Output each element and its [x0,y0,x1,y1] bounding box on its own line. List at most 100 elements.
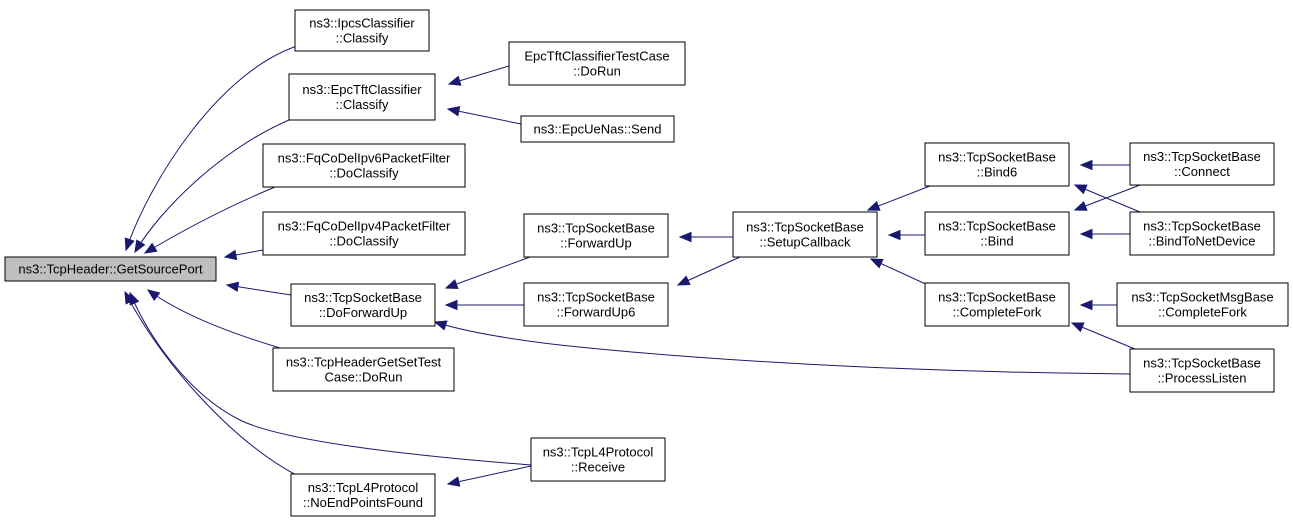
node-label-line: ::DoRun [573,64,621,79]
node-label-line: ::ForwardUp6 [557,305,636,320]
node-epctft[interactable]: ns3::EpcTftClassifier::Classify [288,73,436,121]
node-fwdup6[interactable]: ns3::TcpSocketBase::ForwardUp6 [523,282,669,327]
node-setup[interactable]: ns3::TcpSocketBase::SetupCallback [732,211,878,258]
edge-line [447,465,532,485]
node-ipcs[interactable]: ns3::IpcsClassifier::Classify [294,9,430,52]
node-box[interactable] [520,115,675,143]
arrow-head [1079,299,1093,311]
node-box[interactable] [924,142,1070,187]
node-label-line: ns3::TcpSocketBase [537,290,655,305]
node-fwdup[interactable]: ns3::TcpSocketBase::ForwardUp [523,213,669,258]
edge-connect-bind [1073,184,1141,211]
node-label-line: ::Connect [1174,164,1230,179]
node-label-line: ::DoForwardUp [319,305,407,320]
node-epctest[interactable]: EpcTftClassifierTestCase::DoRun [508,41,686,86]
node-label-line: ::CompleteFork [953,305,1042,320]
nodes-layer: ns3::TcpHeader::GetSourcePort ns3::IpcsCl… [4,9,1289,517]
arrow-head [129,291,140,306]
edge-line [124,291,299,477]
edge-line [134,119,290,253]
node-box[interactable] [262,143,466,188]
node-uenas[interactable]: ns3::EpcUeNas::Send [520,115,675,143]
node-root[interactable]: ns3::TcpHeader::GetSourcePort [4,256,217,282]
edge-line [445,256,531,289]
node-box[interactable] [1129,142,1275,186]
edge-line [1074,184,1141,211]
arrow-head [887,229,901,241]
arrow-head [1070,322,1085,333]
node-bindnd[interactable]: ns3::TcpSocketBase::BindToNetDevice [1129,211,1275,256]
node-box[interactable] [530,437,666,482]
arrow-head [433,320,448,331]
node-label-line: ns3::TcpSocketBase [938,290,1056,305]
edge-line [434,321,1131,375]
edge-setup-fwdup6 [676,256,741,286]
arrow-head [1073,184,1088,195]
edge-bindnd-bind [1079,228,1130,240]
edge-receive-root [129,291,532,466]
node-label-line: ::NoEndPointsFound [303,495,423,510]
node-label-line: ns3::TcpSocketBase [304,290,422,305]
node-box[interactable] [290,283,436,327]
edge-line [129,292,532,466]
arrow-head [444,299,458,311]
edge-bind6-setup [866,185,931,211]
node-msgfork[interactable]: ns3::TcpSocketMsgBase::CompleteFork [1116,282,1289,327]
node-label-line: ns3::TcpL4Protocol [308,480,419,495]
node-box[interactable] [1129,348,1275,393]
node-box[interactable] [924,211,1070,256]
edge-cfork-setup [869,258,931,287]
edge-line [125,44,301,251]
node-box[interactable] [523,282,669,327]
edge-line [144,186,276,254]
node-label-line: ns3::TcpSocketBase [1143,219,1261,234]
node-plisten[interactable]: ns3::TcpSocketBase::ProcessListen [1129,348,1275,393]
node-box[interactable] [732,211,878,258]
node-fq4[interactable]: ns3::FqCoDelIpv4PacketFilter::DoClassify [262,211,466,256]
node-dofwd[interactable]: ns3::TcpSocketBase::DoForwardUp [290,283,436,327]
node-label-line: ::CompleteFork [1158,305,1247,320]
node-connect[interactable]: ns3::TcpSocketBase::Connect [1129,142,1275,186]
edge-ipcs-root [124,44,301,252]
arrow-head [1079,228,1093,240]
node-label-line: ::Bind [980,234,1013,249]
edge-plisten-cfork [1070,322,1136,350]
node-cfork[interactable]: ns3::TcpSocketBase::CompleteFork [924,282,1070,327]
node-box[interactable] [290,473,436,517]
node-box[interactable] [4,256,217,282]
arrow-head [446,106,461,117]
arrow-head [444,279,459,289]
edge-fq4-root [223,249,264,261]
node-label-line: ns3::TcpSocketBase [1143,149,1261,164]
node-label-line: ns3::TcpHeaderGetSetTest [286,355,442,370]
edge-fwdup6-dofwd [444,299,524,311]
edge-line [147,289,281,349]
node-box[interactable] [294,9,430,52]
node-label-line: ::Classify [336,97,389,112]
edge-bindnd-bind6 [1073,184,1141,213]
node-box[interactable] [272,347,455,392]
arrow-head [866,200,881,211]
edge-fwdup-dofwd [444,256,531,289]
node-bind[interactable]: ns3::TcpSocketBase::Bind [924,211,1070,256]
node-box[interactable] [924,282,1070,327]
edge-bind-setup [887,229,925,241]
node-box[interactable] [1129,211,1275,256]
node-box[interactable] [523,213,669,258]
node-label-line: ::Receive [571,460,625,475]
arrow-head [446,476,461,487]
arrow-head [124,237,135,252]
arrow-head [143,242,158,254]
node-bind6[interactable]: ns3::TcpSocketBase::Bind6 [924,142,1070,187]
node-box[interactable] [1116,282,1289,327]
arrow-head [225,281,240,292]
node-label-line: ns3::IpcsClassifier [309,16,415,31]
node-box[interactable] [288,73,436,121]
node-fq6[interactable]: ns3::FqCoDelIpv6PacketFilter::DoClassify [262,143,466,188]
node-box[interactable] [262,211,466,256]
node-label-line: ::DoClassify [329,234,399,249]
node-noend[interactable]: ns3::TcpL4Protocol::NoEndPointsFound [290,473,436,517]
node-receive[interactable]: ns3::TcpL4Protocol::Receive [530,437,666,482]
node-box[interactable] [508,41,686,86]
